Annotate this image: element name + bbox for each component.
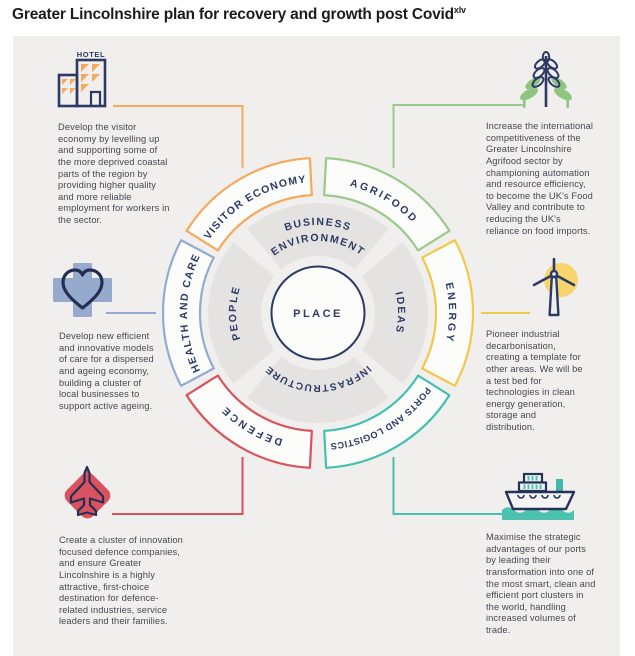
ring-label-business: BUSINESS bbox=[283, 216, 353, 234]
energy-description: Pioneer industrial decarbonisation, crea… bbox=[486, 329, 583, 433]
cargo-ship-icon bbox=[500, 470, 580, 522]
connector-visitor-economy bbox=[113, 105, 244, 168]
defence-description: Create a cluster of innovation focused d… bbox=[59, 535, 183, 627]
wind-turbine-icon bbox=[524, 256, 584, 320]
ring-label-ideas: IDEAS bbox=[392, 291, 407, 336]
connector-agrifood bbox=[392, 104, 525, 168]
center-label: PLACE bbox=[293, 308, 343, 320]
sector-health-care bbox=[161, 239, 215, 387]
visitor-economy-description: Develop the visitor economy by levelling… bbox=[58, 122, 170, 226]
sector-visitor-economy bbox=[185, 157, 313, 252]
wheat-icon bbox=[514, 50, 578, 110]
health-care-description: Develop new efficient and innovative mod… bbox=[59, 331, 154, 411]
page-title-text: Greater Lincolnshire plan for recovery a… bbox=[12, 6, 454, 24]
connector-defence bbox=[112, 457, 244, 515]
ports-logistics-description: Maximise the strategic advantages of our… bbox=[486, 532, 596, 636]
quadrant-infrastructure bbox=[247, 356, 389, 423]
connector-ports-logistics bbox=[392, 457, 513, 515]
heart-cross-icon bbox=[50, 262, 114, 320]
sector-ports-logistics bbox=[323, 374, 451, 469]
sector-defence bbox=[185, 374, 313, 469]
sector-energy bbox=[421, 239, 475, 387]
hotel-sign-label: HOTEL bbox=[77, 50, 105, 59]
quadrant-business-environment bbox=[247, 203, 389, 270]
sector-label-energy: ENERGY bbox=[443, 281, 458, 344]
page-title-superscript: xlv bbox=[453, 5, 466, 15]
agrifood-description: Increase the international competitivene… bbox=[486, 121, 593, 236]
sector-agrifood bbox=[323, 157, 451, 252]
page-title: Greater Lincolnshire plan for recovery a… bbox=[12, 5, 466, 24]
place-circle bbox=[270, 265, 366, 361]
ring-label-people: PEOPLE bbox=[227, 284, 243, 342]
quadrant-ideas bbox=[361, 242, 428, 384]
quadrant-people bbox=[208, 242, 275, 384]
hotel-icon: HOTEL bbox=[54, 48, 116, 110]
fighter-jet-icon bbox=[56, 464, 118, 524]
